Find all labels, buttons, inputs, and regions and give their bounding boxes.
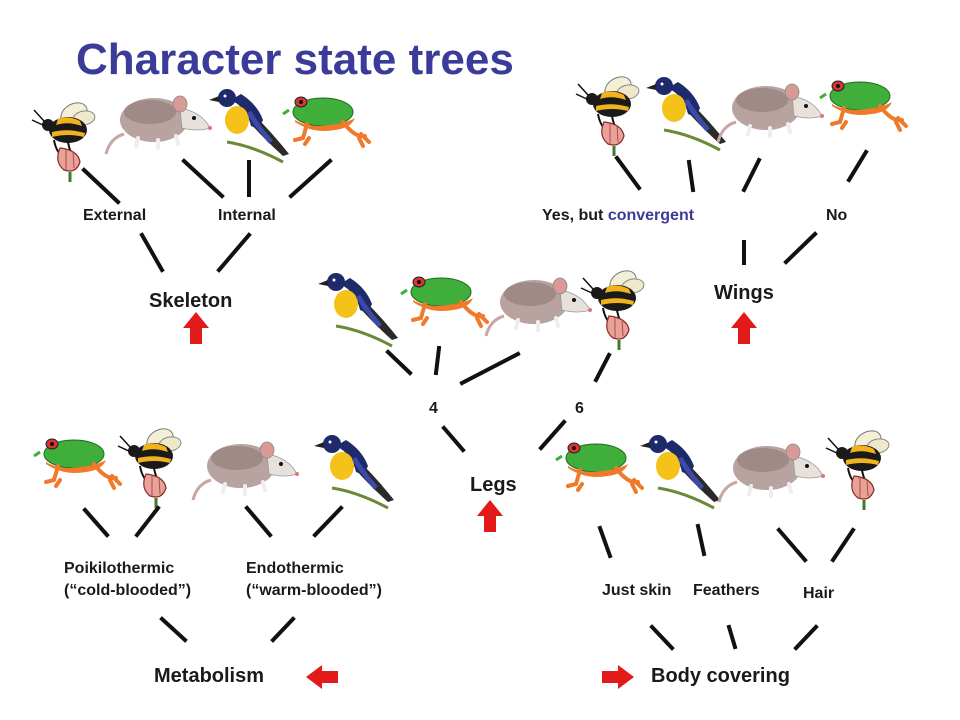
wings-branches [614,149,869,265]
bee-icon [824,424,892,512]
state-label-4: 4 [429,400,438,417]
state-label-poikilothermic: Poikilothermic [64,560,175,577]
opossum-icon [717,442,827,504]
frog-icon [818,79,908,132]
trait-label-metabolism: Metabolism [154,665,265,687]
frog-icon [281,95,371,148]
page-title: Character state trees [76,35,514,84]
skeleton-tree [30,89,371,344]
bird-icon [314,435,394,508]
body-covering-branches [597,523,856,651]
trait-label-skeleton: Skeleton [149,290,233,312]
legs-branches [385,345,612,453]
state-label-just-skin: Just skin [602,582,672,599]
skeleton-up-arrow [183,312,209,344]
metabolism-tree [32,422,394,689]
bird-icon [209,89,289,162]
state-label-internal: Internal [218,207,276,224]
metabolism-branches [82,505,344,643]
state-label-no: No [826,207,848,224]
skeleton-branches [81,158,333,273]
state-label-hair: Hair [803,585,835,602]
trait-label-legs: Legs [470,474,517,496]
state-label-wings-yes: Yes, but convergent [542,207,694,225]
bee-icon [30,96,98,184]
body-covering-right-arrow [602,665,634,689]
state-label-convergent: convergent [607,207,695,224]
state-label-6: 6 [575,400,584,417]
bird-icon [646,77,726,150]
state-label-feathers: Feathers [693,582,760,599]
legs-tree [318,264,647,532]
frog-icon [554,441,644,494]
state-label-cold-blooded: (“cold-blooded”) [64,582,192,599]
legs-up-arrow [477,500,503,532]
frog-icon [399,275,489,328]
body-covering-tree [554,424,892,689]
bird-icon [640,435,720,508]
trait-label-body-covering: Body covering [651,665,790,687]
state-label-external: External [83,207,147,224]
frog-icon [32,437,122,490]
bee-icon [574,70,642,158]
wings-up-arrow [731,312,757,344]
metabolism-left-arrow [306,665,338,689]
opossum-icon [104,94,214,156]
bird-icon [318,273,398,346]
opossum-icon [191,440,301,502]
opossum-icon [716,82,826,144]
trait-label-wings: Wings [714,282,774,304]
state-label-endothermic: Endothermic [246,560,344,577]
bee-icon [116,422,184,510]
wings-tree [574,70,908,344]
state-label-yes-but: Yes, but [542,207,604,224]
opossum-icon [484,276,594,338]
state-label-warm-blooded: (“warm-blooded”) [246,582,382,599]
